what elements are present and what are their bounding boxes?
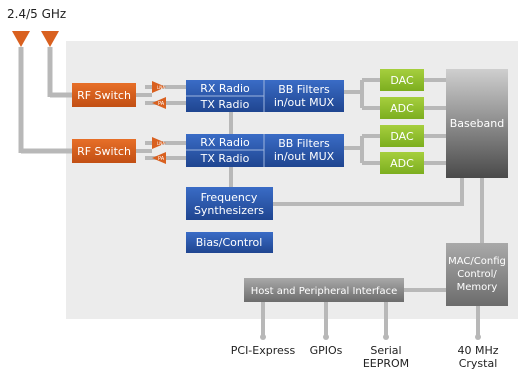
- svg-text:RX Radio: RX Radio: [200, 136, 250, 149]
- radio-chain-1: RX Radio TX Radio BB Filters in/out MUX: [186, 80, 344, 112]
- svg-text:ADC: ADC: [390, 157, 414, 170]
- svg-text:Memory: Memory: [457, 282, 498, 293]
- svg-text:Control/: Control/: [457, 269, 497, 280]
- svg-text:RF Switch: RF Switch: [77, 89, 131, 102]
- svg-text:ADC: ADC: [390, 102, 414, 115]
- baseband-block: Baseband: [446, 69, 508, 178]
- output-crystal-line2: Crystal: [458, 357, 498, 370]
- svg-text:RF Switch: RF Switch: [77, 145, 131, 158]
- lna-amplifier-1: LNA: [152, 81, 166, 93]
- dac-2: DAC: [380, 125, 424, 147]
- host-interface-block: Host and Peripheral Interface: [244, 278, 404, 302]
- bias-control-block: Bias/Control: [186, 232, 273, 253]
- output-crystal-line1: 40 MHz: [457, 344, 499, 357]
- radio-chain-2: RX Radio TX Radio BB Filters in/out MUX: [186, 134, 344, 167]
- svg-text:BB Filters: BB Filters: [278, 137, 330, 150]
- svg-text:BB Filters: BB Filters: [278, 83, 330, 96]
- dac-1: DAC: [380, 69, 424, 91]
- pa-amplifier-2: PA: [152, 152, 166, 164]
- adc-1: ADC: [380, 97, 424, 119]
- svg-text:LNA: LNA: [157, 85, 165, 90]
- mac-config-block: MAC/Config Control/ Memory: [446, 243, 508, 306]
- rf-switch-2: RF Switch: [72, 139, 136, 163]
- svg-text:in/out MUX: in/out MUX: [274, 96, 335, 109]
- svg-text:Frequency: Frequency: [201, 191, 258, 204]
- svg-text:Host and Peripheral Interface: Host and Peripheral Interface: [251, 286, 397, 297]
- svg-text:MAC/Config: MAC/Config: [448, 256, 506, 267]
- svg-text:TX Radio: TX Radio: [200, 98, 250, 111]
- output-serial-line1: Serial: [370, 344, 402, 357]
- antenna-icon-1: [12, 31, 72, 154]
- frequency-synthesizers-block: Frequency Synthesizers: [186, 187, 273, 220]
- svg-text:TX Radio: TX Radio: [200, 152, 250, 165]
- output-pci-express: PCI-Express: [230, 344, 296, 357]
- frequency-label: 2.4/5 GHz: [7, 7, 67, 21]
- output-serial-line2: EEPROM: [362, 357, 410, 370]
- svg-text:PA: PA: [158, 156, 165, 162]
- lna-amplifier-2: LNA: [152, 137, 166, 149]
- pa-amplifier-1: PA: [152, 97, 166, 109]
- svg-text:PA: PA: [158, 101, 165, 107]
- svg-text:Synthesizers: Synthesizers: [194, 204, 264, 217]
- rf-switch-1: RF Switch: [72, 83, 136, 107]
- svg-text:in/out MUX: in/out MUX: [274, 150, 335, 163]
- svg-text:LNA: LNA: [157, 141, 165, 146]
- svg-text:DAC: DAC: [390, 130, 414, 143]
- connector-dots: [260, 334, 481, 340]
- adc-2: ADC: [380, 152, 424, 174]
- svg-text:DAC: DAC: [390, 74, 414, 87]
- svg-text:Bias/Control: Bias/Control: [196, 236, 263, 249]
- output-gpios: GPIOs: [309, 344, 343, 357]
- svg-text:Baseband: Baseband: [450, 117, 504, 130]
- antenna-icon-2: [41, 31, 72, 98]
- svg-text:RX Radio: RX Radio: [200, 82, 250, 95]
